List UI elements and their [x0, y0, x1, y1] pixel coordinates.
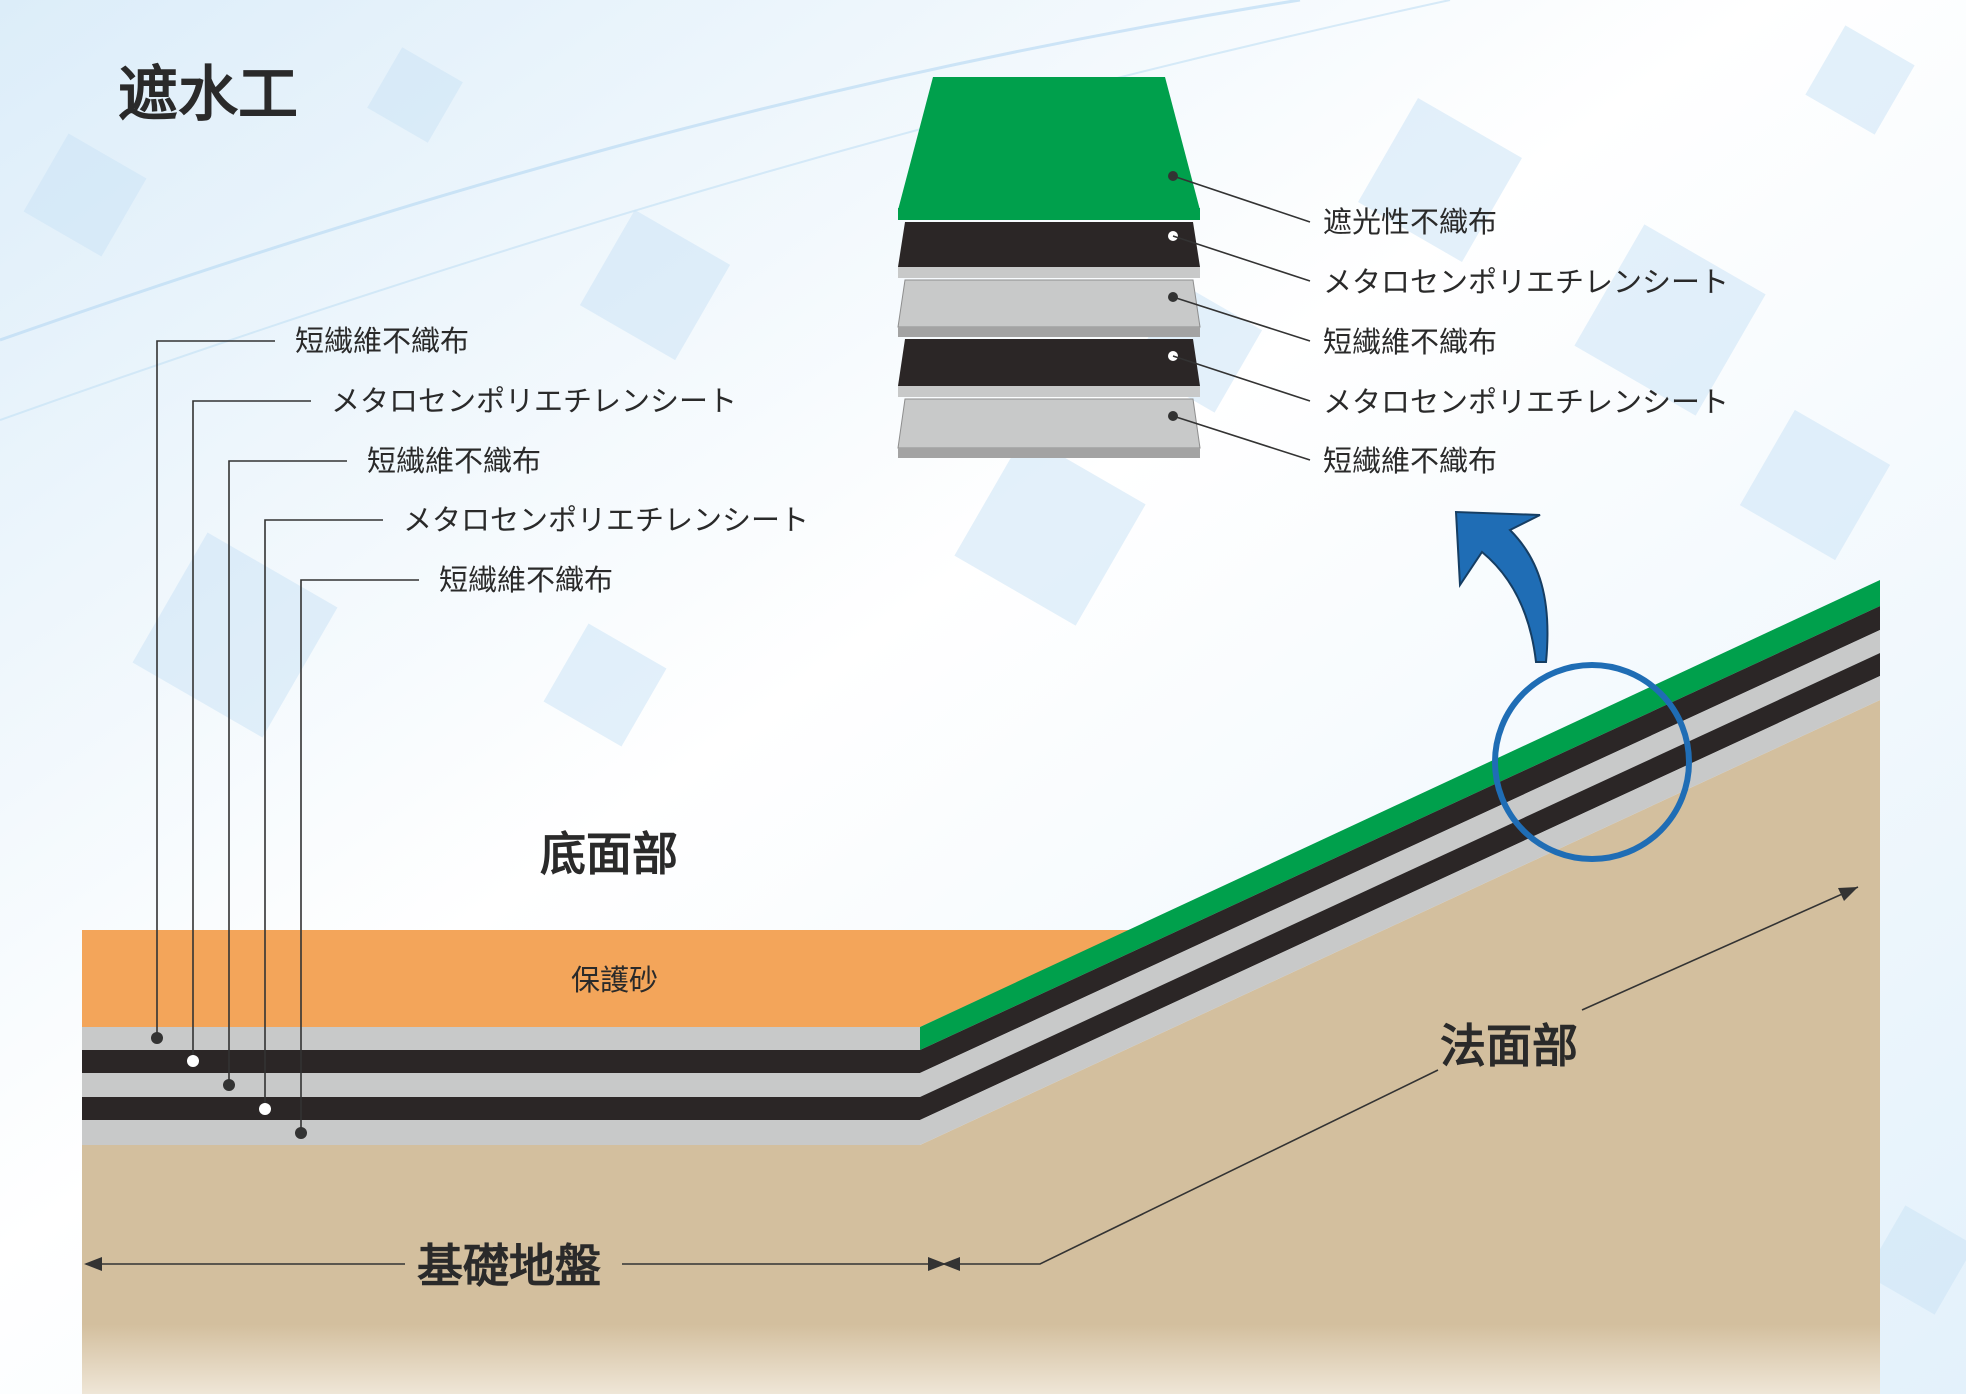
black-layer-2-edge [898, 386, 1200, 397]
slope-layer-gray-1 [920, 630, 1880, 1097]
stack-leader-4 [1172, 355, 1311, 402]
bottom-layer-gray-3 [82, 1120, 920, 1145]
detail-callout-arrow-icon [1454, 510, 1549, 663]
black-layer-1-top [898, 222, 1200, 267]
bottom-layer-black-2 [82, 1097, 920, 1120]
stack-leader-5 [1172, 415, 1311, 461]
bottom-label-4: メタロセンポリエチレンシート [403, 503, 809, 537]
black-layer-1-edge [898, 267, 1200, 278]
slope-layer-black-2 [920, 653, 1880, 1120]
bottom-label-2: メタロセンポリエチレンシート [331, 384, 737, 418]
bottom-layer-gray-2 [82, 1073, 920, 1097]
bottom-label-5: 短繊維不織布 [439, 563, 613, 597]
slope-dimension [942, 886, 1859, 1271]
gray-layer-1-top [897, 279, 1201, 328]
background-wave [0, 0, 1451, 421]
stack-label-4: メタロセンポリエチレンシート [1323, 385, 1729, 419]
stack-leader-3 [1172, 296, 1311, 342]
green-layer-top [898, 77, 1200, 210]
exploded-layer-stack: 遮光性不織布 メタロセンポリエチレンシート 短繊維不織布 メタロセンポリエチレン… [897, 77, 1729, 478]
slope-label: 法面部 [1440, 1019, 1578, 1073]
foundation-dimension [84, 1257, 946, 1271]
slope-layer-green [920, 580, 1880, 1050]
bottom-layer-black-1 [82, 1050, 920, 1073]
bottom-label-1: 短繊維不織布 [295, 324, 469, 358]
slope-layer-gray-2 [920, 676, 1880, 1145]
protective-sand-label: 保護砂 [571, 963, 658, 997]
stack-leader-1 [1172, 175, 1311, 223]
stack-label-2: メタロセンポリエチレンシート [1323, 265, 1729, 299]
background-wave [0, 0, 1301, 342]
foundation-ground [82, 700, 1880, 1394]
gray-layer-2-edge [898, 448, 1200, 458]
protective-sand [82, 930, 1130, 1027]
gray-layer-2-top [897, 398, 1201, 449]
bottom-layer-gray-1 [82, 1027, 920, 1050]
bottom-layer-leaders [151, 340, 419, 1139]
green-layer-edge [898, 208, 1200, 220]
stack-label-5: 短繊維不織布 [1323, 444, 1497, 478]
stack-leader-2 [1172, 235, 1311, 282]
foundation-label: 基礎地盤 [417, 1239, 601, 1293]
black-layer-2-top [898, 339, 1200, 386]
stack-label-1: 遮光性不織布 [1323, 205, 1497, 239]
stack-label-3: 短繊維不織布 [1323, 325, 1497, 359]
slope-layer-black-1 [920, 606, 1880, 1073]
gray-layer-1-edge [898, 327, 1200, 337]
page-title: 遮水工 [118, 60, 298, 130]
bottom-region-label: 底面部 [540, 827, 678, 881]
bottom-label-3: 短繊維不織布 [367, 444, 541, 478]
detail-callout-circle [1492, 662, 1692, 862]
